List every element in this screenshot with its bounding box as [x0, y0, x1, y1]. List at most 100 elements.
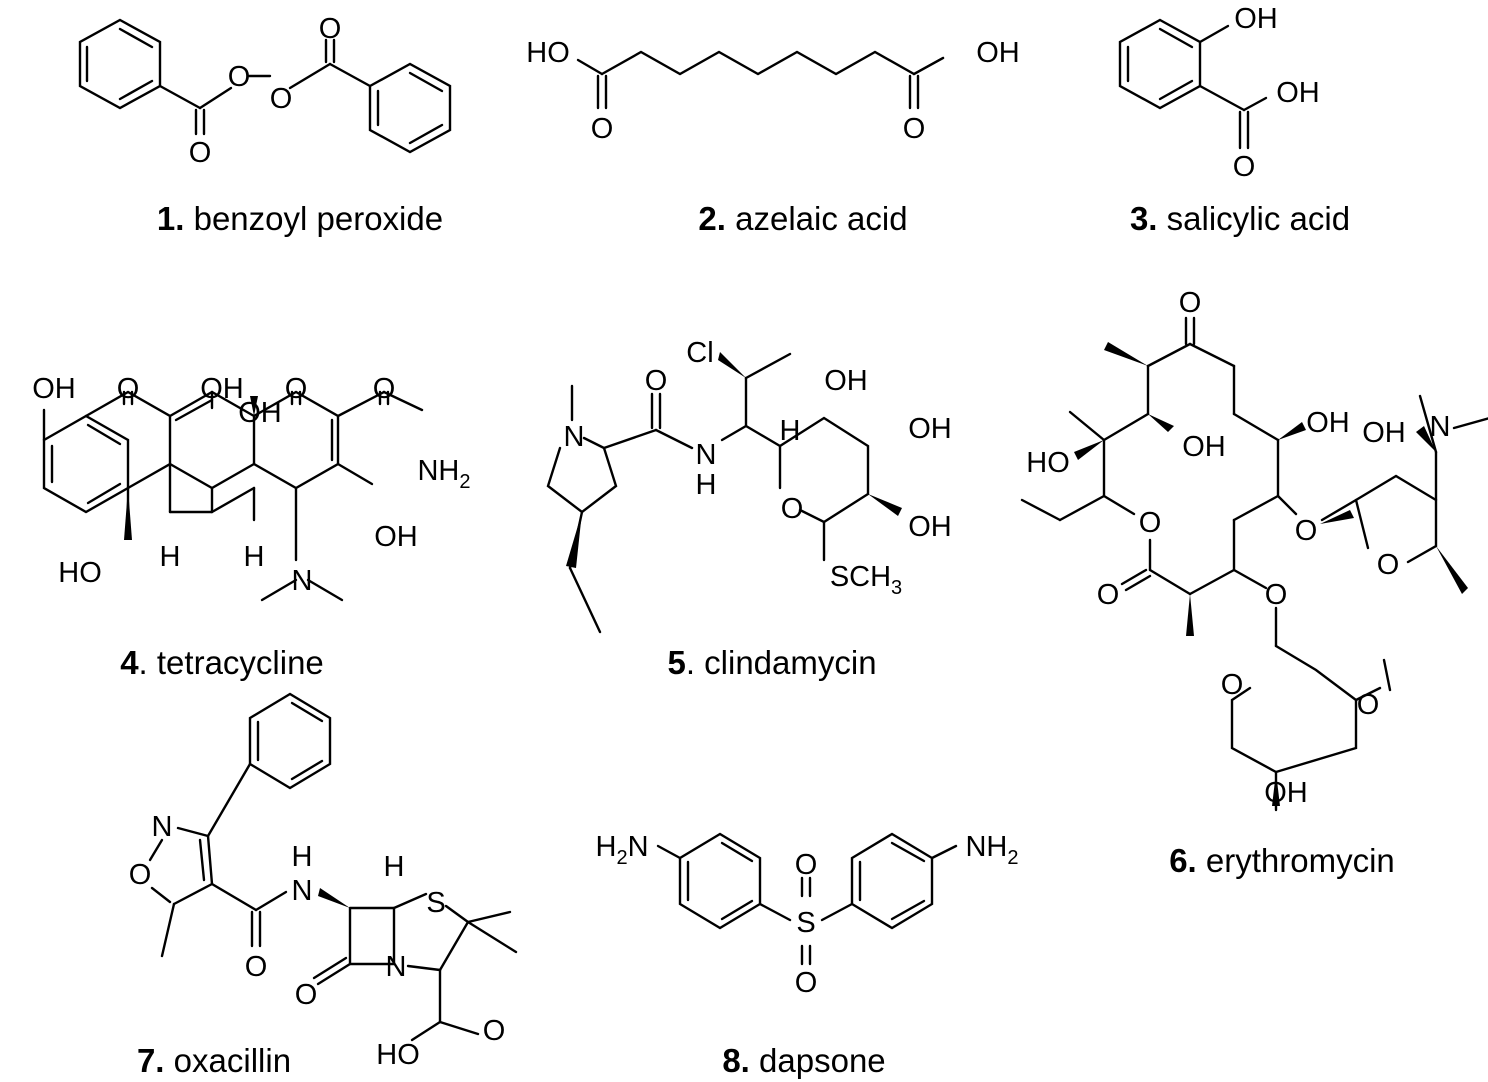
atom-o: O	[795, 849, 818, 881]
bonds	[576, 50, 945, 110]
atom-o: O	[319, 13, 342, 45]
wedge-bond	[868, 494, 902, 516]
atom-oh: OH	[32, 373, 76, 405]
atom-s: S	[426, 887, 445, 919]
atom-s: S	[796, 907, 815, 939]
caption-number: 8.	[722, 1042, 750, 1079]
atom-n: N	[386, 951, 407, 983]
atom-o: O	[270, 83, 293, 115]
wedge-bond	[1074, 440, 1104, 460]
caption-number: 3.	[1130, 200, 1158, 237]
atom-o: O	[189, 137, 212, 169]
caption-number: 1.	[157, 200, 185, 237]
atom-h: H	[160, 541, 181, 573]
wedge-bond	[718, 352, 746, 378]
caption-name: dapsone	[759, 1042, 886, 1079]
h2n-h: H	[595, 831, 616, 863]
caption-number: 2.	[698, 200, 726, 237]
caption-tetracycline: 4. tetracycline	[120, 644, 324, 681]
caption-azelaic-acid: 2. azelaic acid	[698, 200, 907, 237]
atom-o: O	[1265, 579, 1288, 611]
nh2-subscript: 2	[1007, 847, 1018, 869]
atom-o: O	[1221, 669, 1244, 701]
atom-oh: OH	[908, 413, 952, 445]
atom-oh: OH	[1234, 3, 1278, 35]
caption-number: 7.	[137, 1042, 165, 1079]
atom-cl: Cl	[686, 337, 713, 369]
molecule-erythromycin: O OH HO OH O O O O OH N O O O OH 6. eryt…	[1020, 287, 1488, 879]
nh2-subscript: 2	[459, 471, 470, 493]
atom-oh: OH	[1276, 77, 1320, 109]
wedge-bond	[1436, 546, 1468, 594]
atom-oh: OH	[1306, 407, 1350, 439]
caption-clindamycin: 5. clindamycin	[667, 644, 876, 681]
atom-o: O	[1179, 287, 1202, 319]
atom-oh: OH	[1362, 417, 1406, 449]
caption-oxacillin: 7. oxacillin	[137, 1042, 291, 1079]
atom-h: H	[780, 415, 801, 447]
atom-o: O	[795, 967, 818, 999]
caption-number: 6.	[1169, 842, 1197, 879]
atom-oh: OH	[908, 511, 952, 543]
caption-name: oxacillin	[174, 1042, 291, 1079]
wedge-bond	[124, 488, 132, 540]
atom-o: O	[645, 365, 668, 397]
bonds	[656, 832, 958, 966]
wedge-bond	[1186, 594, 1194, 636]
atom-oh: OH	[1182, 431, 1226, 463]
atom-o: O	[1233, 151, 1256, 183]
atom-h: H	[696, 469, 717, 501]
atom-o: O	[591, 113, 614, 145]
molecule-tetracycline: OH O OH OH O O NH2 OH HO H H N 4. tetrac…	[32, 373, 470, 681]
wedge-bond	[318, 888, 350, 908]
atom-o: O	[903, 113, 926, 145]
caption-erythromycin: 6. erythromycin	[1169, 842, 1395, 879]
wedge-bond	[1104, 342, 1148, 366]
atom-o: O	[295, 979, 318, 1011]
atom-ho: HO	[1026, 447, 1070, 479]
caption-number: 4	[120, 644, 139, 681]
bonds	[546, 352, 870, 634]
caption-number: 5	[667, 644, 685, 681]
atom-o: O	[781, 493, 804, 525]
atom-o: O	[117, 373, 140, 405]
molecule-benzoyl-peroxide: O O O O 1. benzoyl peroxide	[78, 13, 452, 237]
atom-ho: HO	[526, 37, 570, 69]
bonds	[1118, 18, 1268, 150]
nh2-text: NH	[417, 455, 459, 487]
caption-name: benzoyl peroxide	[194, 200, 444, 237]
atom-oh: OH	[374, 521, 418, 553]
wedge-bond	[1320, 510, 1354, 524]
molecule-salicylic-acid: OH OH O 3. salicylic acid	[1118, 3, 1350, 237]
caption-name: . tetracycline	[139, 644, 324, 681]
atom-nh2: NH2	[417, 455, 470, 493]
atom-o: O	[1295, 515, 1318, 547]
atom-ho: HO	[376, 1039, 420, 1071]
atom-o: O	[285, 373, 308, 405]
molecule-azelaic-acid: HO OH O O 2. azelaic acid	[526, 37, 1020, 237]
bonds	[1020, 316, 1488, 812]
atom-o: O	[373, 373, 396, 405]
h2n-n: N	[628, 831, 649, 863]
wedge-bond	[1272, 772, 1280, 806]
atom-n: N	[292, 565, 313, 597]
wedge-bond	[566, 512, 582, 568]
molecule-dapsone: H2N NH2 S O O 8. dapsone	[595, 831, 1018, 1079]
caption-name: erythromycin	[1206, 842, 1395, 879]
wedge-bond	[250, 396, 258, 416]
h2n-subscript: 2	[616, 847, 627, 869]
wedge-bond	[1148, 414, 1174, 432]
atom-o: O	[1357, 689, 1380, 721]
molecule-oxacillin: N O H N H S O O N HO O 7. oxacillin	[129, 692, 518, 1079]
atom-o: O	[1139, 507, 1162, 539]
atom-nh2: NH2	[965, 831, 1018, 869]
atom-o: O	[483, 1015, 506, 1047]
atom-oh: OH	[200, 373, 244, 405]
atom-o: O	[1377, 549, 1400, 581]
atom-h: H	[244, 541, 265, 573]
caption-name: salicylic acid	[1167, 200, 1350, 237]
atom-oh: OH	[238, 397, 282, 429]
atom-oh: OH	[976, 37, 1020, 69]
